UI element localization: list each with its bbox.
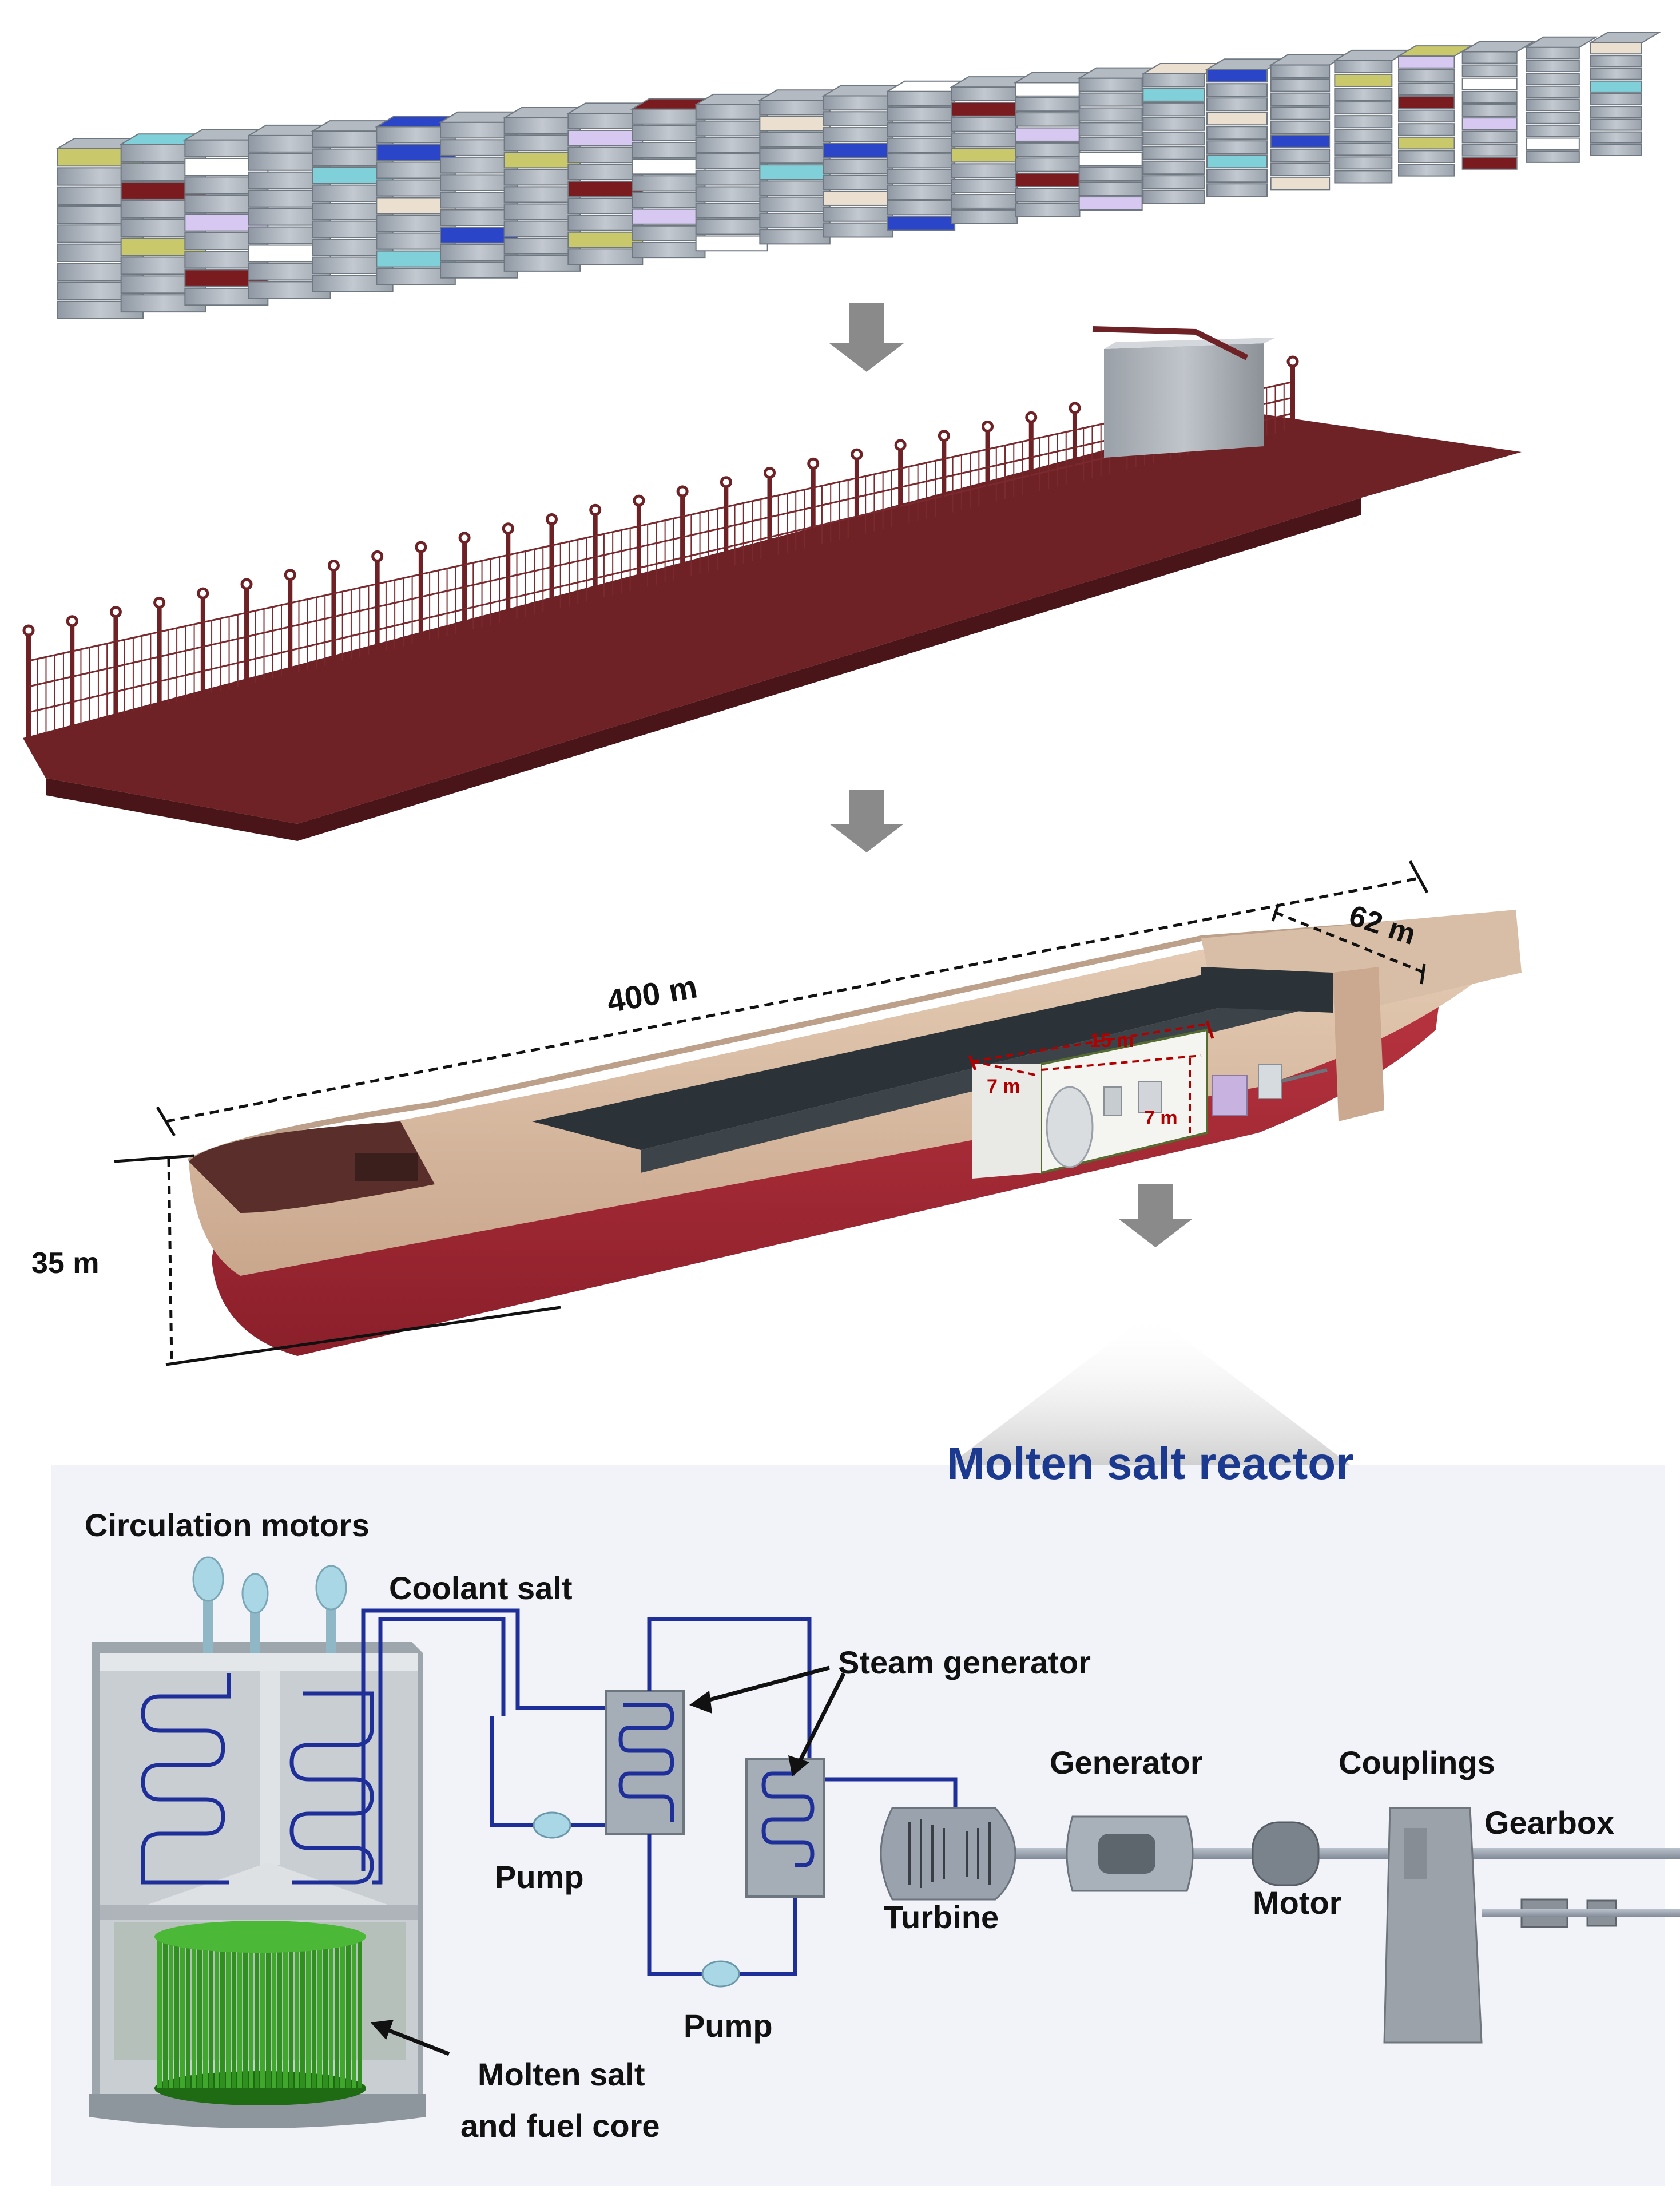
rack-post bbox=[589, 503, 640, 600]
label-steam-generator: Steam generator bbox=[838, 1644, 1091, 1680]
rack-post bbox=[240, 578, 291, 685]
label-core-line1: Molten salt bbox=[478, 2056, 645, 2092]
steam-generator-arrows bbox=[689, 1665, 846, 1776]
rack-post bbox=[197, 587, 247, 696]
container-stack bbox=[1460, 41, 1536, 170]
container-stack bbox=[566, 102, 662, 265]
rack-post bbox=[545, 513, 596, 610]
rack-post bbox=[894, 439, 944, 525]
steam-generator-1 bbox=[605, 1690, 685, 1835]
container-stack bbox=[1269, 54, 1349, 191]
concrete-block bbox=[1104, 343, 1264, 458]
fuel-core bbox=[154, 1921, 366, 2105]
power-train bbox=[880, 1807, 1680, 2044]
rack-post bbox=[109, 606, 160, 717]
rack-post bbox=[1286, 355, 1299, 429]
container-stack bbox=[1524, 36, 1599, 163]
rack-post bbox=[153, 596, 204, 707]
rack-post bbox=[371, 550, 422, 653]
container-stack bbox=[502, 107, 599, 272]
label-circulation-motors: Circulation motors bbox=[85, 1507, 370, 1543]
container-stack bbox=[821, 85, 912, 238]
dim-ship-length: 400 m bbox=[604, 968, 700, 1020]
container-stack bbox=[1141, 62, 1224, 204]
dim-compartment-length: 15 m bbox=[1090, 1030, 1134, 1052]
motor bbox=[1252, 1821, 1320, 1886]
rack-post bbox=[720, 476, 770, 568]
circulation-motor-2 bbox=[241, 1573, 269, 1653]
down-arrow-1 bbox=[829, 303, 904, 372]
label-core-line2: and fuel core bbox=[460, 2108, 660, 2144]
gearbox bbox=[1482, 1898, 1680, 1928]
rack-post bbox=[327, 560, 378, 664]
reactor-vessel bbox=[89, 1556, 426, 2128]
dim-compartment-width: 7 m bbox=[987, 1076, 1020, 1097]
rack-post bbox=[807, 457, 857, 546]
rack-post bbox=[633, 494, 683, 589]
container-stack bbox=[885, 80, 974, 231]
zoom-cone bbox=[950, 1313, 1350, 1465]
pump-2 bbox=[701, 1960, 740, 1988]
rack-fence-rows bbox=[22, 355, 1299, 738]
couplings-tower bbox=[1383, 1807, 1483, 2044]
rack-post bbox=[676, 485, 726, 578]
rack-post bbox=[66, 615, 116, 728]
label-couplings: Couplings bbox=[1339, 1744, 1495, 1780]
cargo-hold-opening bbox=[532, 973, 1316, 1150]
rack-post bbox=[415, 541, 465, 643]
down-arrow-3 bbox=[1118, 1184, 1193, 1247]
rack-post bbox=[764, 466, 814, 557]
label-pump-1: Pump bbox=[495, 1859, 584, 1895]
internal-coil-left bbox=[141, 1673, 231, 1885]
rack-post bbox=[1025, 411, 1075, 493]
label-gearbox: Gearbox bbox=[1484, 1805, 1614, 1841]
label-pump-2: Pump bbox=[684, 2008, 773, 2044]
container-stack bbox=[694, 93, 787, 252]
container-stack bbox=[1332, 49, 1411, 184]
rack-post bbox=[938, 430, 988, 514]
circulation-motor-1 bbox=[192, 1556, 224, 1653]
generator bbox=[1066, 1815, 1194, 1892]
steam-generator-2 bbox=[745, 1758, 825, 1898]
label-motor: Motor bbox=[1253, 1885, 1342, 1921]
rack-post bbox=[502, 522, 552, 621]
coolant-salt-loop bbox=[361, 1608, 606, 1885]
label-turbine: Turbine bbox=[884, 1899, 999, 1935]
container-stack bbox=[1396, 45, 1474, 177]
container-stack bbox=[1205, 58, 1286, 197]
internal-coil-right bbox=[289, 1691, 374, 1885]
container-stack bbox=[757, 89, 849, 245]
rack-post bbox=[982, 420, 1032, 504]
rack-post bbox=[284, 569, 334, 675]
label-generator: Generator bbox=[1050, 1744, 1203, 1780]
circulation-motor-3 bbox=[315, 1565, 347, 1653]
down-arrow-2 bbox=[829, 790, 904, 852]
rack-post bbox=[22, 624, 73, 738]
rack-post bbox=[458, 532, 509, 632]
bow-deck bbox=[189, 1121, 435, 1213]
container-stacks bbox=[55, 32, 1661, 320]
container-stack bbox=[630, 98, 725, 259]
label-coolant-salt: Coolant salt bbox=[389, 1570, 572, 1606]
dim-compartment-height: 7 m bbox=[1144, 1107, 1178, 1129]
reactor-title: Molten salt reactor bbox=[947, 1438, 1353, 1489]
ship-hull: 15 m 7 m 7 m 400 m 62 m 35 m bbox=[31, 860, 1522, 1366]
turbine bbox=[880, 1807, 1016, 1901]
cargo-rack-deck bbox=[22, 326, 1522, 841]
container-stack bbox=[1588, 32, 1661, 156]
pump-1 bbox=[533, 1811, 571, 1839]
container-stack bbox=[1013, 72, 1099, 217]
container-stack bbox=[1077, 67, 1162, 211]
container-stack bbox=[949, 76, 1036, 224]
dim-ship-height: 35 m bbox=[31, 1247, 100, 1280]
rack-post bbox=[851, 448, 901, 536]
core-arrow bbox=[371, 2020, 450, 2056]
